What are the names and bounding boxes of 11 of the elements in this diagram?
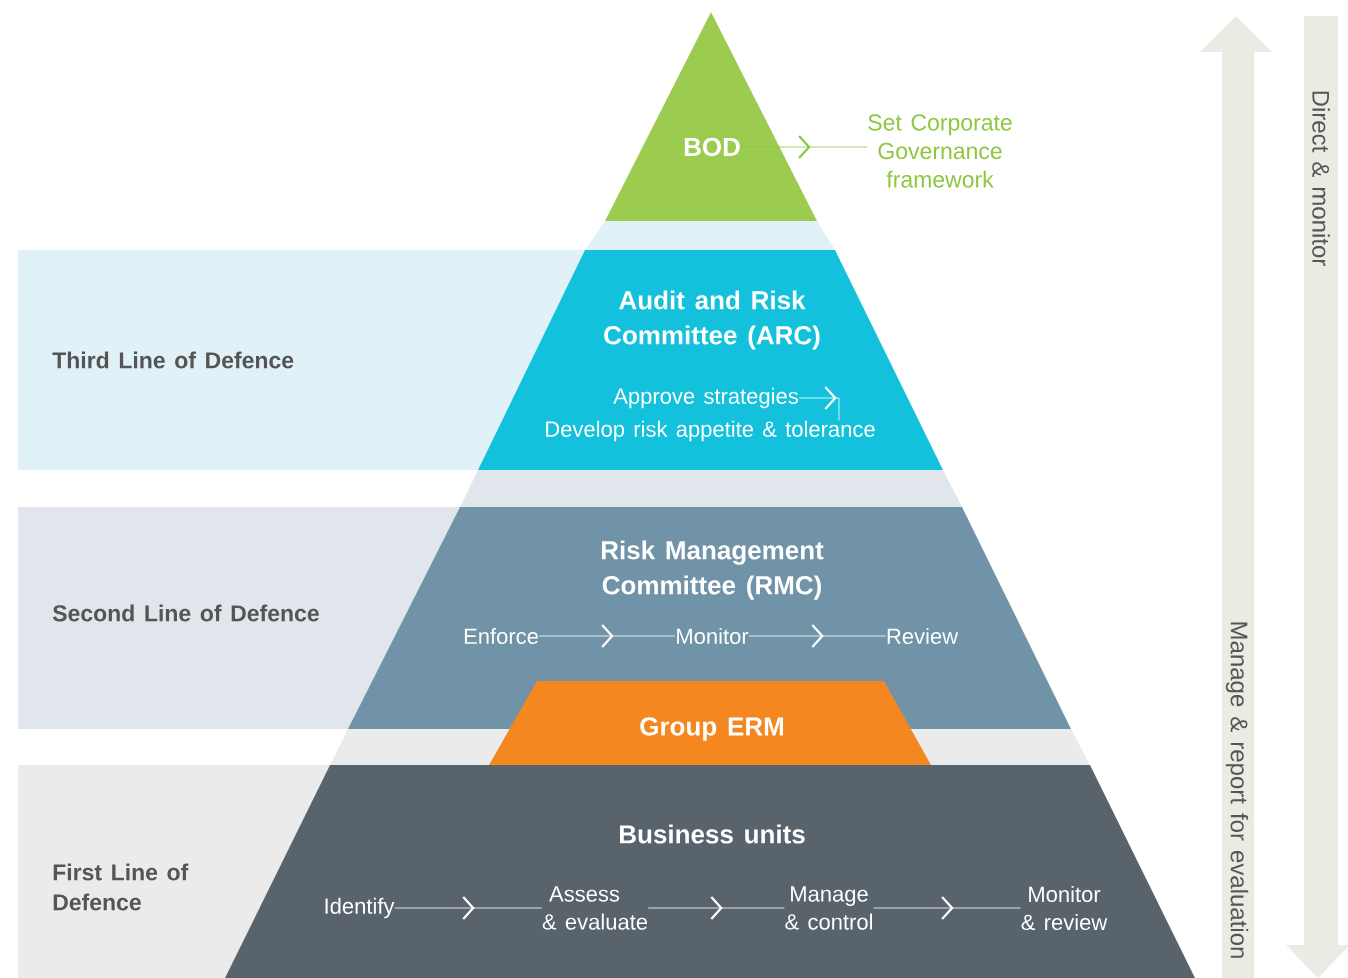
step-label: Monitor & review [1021,885,1108,931]
step-label: Approve strategies [613,387,798,409]
step-label: Monitor [677,627,749,645]
trapezoid-tier: Group ERM [489,681,931,765]
arrow-label: Manage & report for evaluation [1225,622,1249,958]
step-label: Review [887,627,959,645]
arrow-label: Direct & monitor [1312,91,1330,266]
annotation-text: Set Corporate Governance framework [868,114,1012,188]
step-label: Manage & control [785,886,872,930]
triangle-tier: BOD [605,12,817,221]
step-label: Assess & evaluate [542,886,648,930]
